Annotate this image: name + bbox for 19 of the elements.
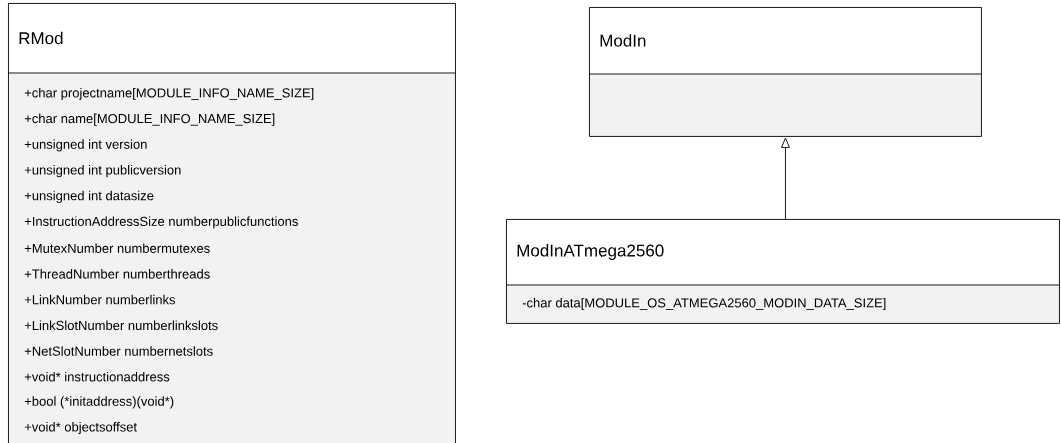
attribute-text: +NetSlotNumber numbernetslots — [24, 346, 213, 356]
attribute-text: +MutexNumber numbermutexes — [24, 243, 210, 253]
attribute-text: +void* objectsoffset — [24, 422, 137, 435]
attribute-text: -char data[MODULE_OS_ATMEGA2560_MODIN_DATA_SIZE] — [522, 297, 886, 311]
attribute-text: +char name[MODULE_INFO_NAME_SIZE] — [24, 113, 275, 126]
attribute-text: +LinkNumber numberlinks — [24, 294, 176, 305]
attribute-text: +unsigned int version — [24, 139, 147, 152]
attribute-text: +bool (*initaddress)(void*) — [24, 396, 174, 409]
attribute-text: +void* instructionaddress — [24, 371, 170, 382]
attribute-text: +ThreadNumber numberthreads — [24, 269, 210, 279]
class-name: ModIn — [600, 34, 646, 47]
inheritance-arrow — [781, 137, 790, 220]
class-name: RMod — [19, 31, 63, 45]
class-name: ModInATmega2560 — [517, 244, 664, 260]
attribute-text: +LinkSlotNumber numberlinkslots — [24, 320, 218, 331]
attribute-text: +unsigned int publicversion — [24, 165, 181, 178]
attribute-text: +unsigned int datasize — [24, 190, 154, 203]
attribute-text: +char projectname[MODULE_INFO_NAME_SIZE] — [24, 87, 314, 101]
attribute-text: +InstructionAddressSize numberpublicfunctions — [24, 216, 298, 229]
